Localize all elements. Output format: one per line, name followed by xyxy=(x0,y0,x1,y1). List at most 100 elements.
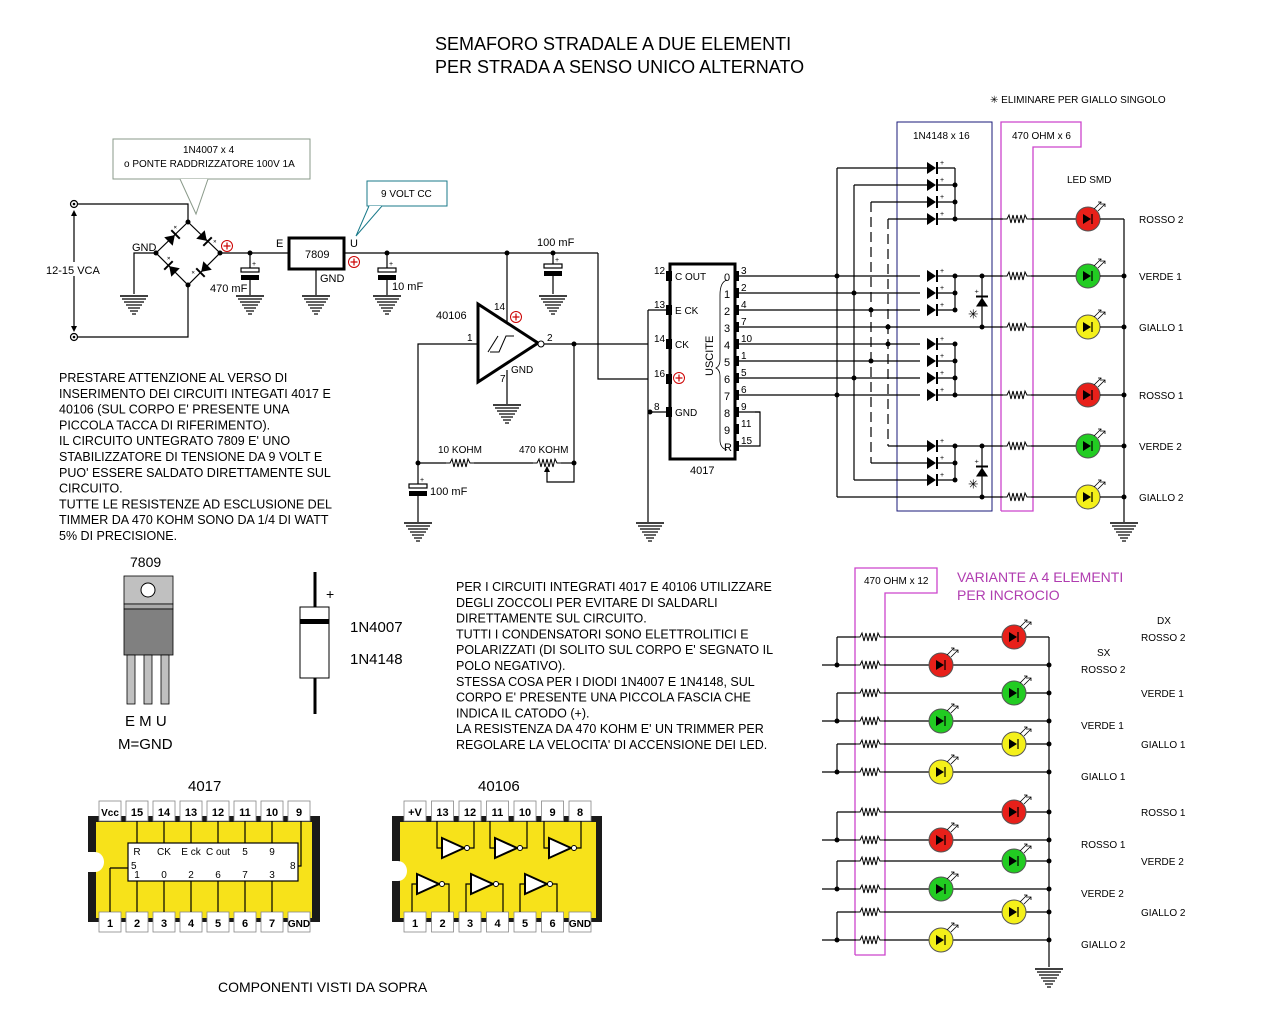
diode-1n4148-icon xyxy=(926,267,946,283)
plus-mark-icon xyxy=(672,371,686,385)
output-pin-number: 4 xyxy=(741,300,747,311)
dip-inner-label: 8 xyxy=(290,861,296,872)
note-line: 40106 (SUL CORPO E' PRESENTE UNA xyxy=(59,403,290,417)
note-line: TIMMER DA 470 KOHM SONO DA 1/4 DI WATT xyxy=(59,513,329,527)
output-pin-number: 7 xyxy=(741,317,747,328)
dip-inner-label: CK xyxy=(157,847,171,858)
diode-1n4148-icon xyxy=(926,369,946,385)
resistor-470-icon xyxy=(855,660,885,670)
title-line-2: PER STRADA A SENSO UNICO ALTERNATO xyxy=(435,57,804,77)
ground-icon xyxy=(235,295,265,315)
dip-pin-label: 3 xyxy=(467,918,473,930)
note-line: TUTTE LE RESISTENZE AD ESCLUSIONE DEL xyxy=(59,497,332,511)
dip-pin-label: 10 xyxy=(519,807,531,819)
pin-marker xyxy=(666,305,672,315)
pin-marker xyxy=(734,407,739,417)
diode-1n4007-label: 1N4007 xyxy=(350,619,403,636)
resistor-470-icon xyxy=(855,688,885,698)
led-output-label: GIALLO 2 xyxy=(1139,493,1184,504)
dip-pin xyxy=(287,911,311,933)
note-line: PER I CIRCUITI INTEGRATI 4017 E 40106 UT… xyxy=(456,580,772,594)
note-line: POLO NEGATIVO). xyxy=(456,659,566,673)
plus-mark-icon xyxy=(220,239,234,253)
dip-inner-label: 6 xyxy=(215,870,221,881)
bridge-gnd-label: GND xyxy=(132,242,157,254)
outputs-label: USCITE xyxy=(704,336,716,376)
resistor-470-icon xyxy=(855,716,885,726)
variant-4-elements: VARIANTE A 4 ELEMENTI PER INCROCIO 470 O… xyxy=(822,567,1186,988)
dip-inner-label: 7 xyxy=(242,870,248,881)
pkg-7809-note: M=GND xyxy=(118,736,173,753)
dip-pin-label: 3 xyxy=(161,918,167,930)
dip-inner-label: 1 xyxy=(134,870,140,881)
ground-icon xyxy=(635,522,665,542)
regulator-label: 7809 xyxy=(305,249,329,261)
dip-pin-label: 4 xyxy=(188,918,195,930)
left-pin-number: 16 xyxy=(654,369,666,380)
diode-1n4148-icon xyxy=(926,284,946,300)
notes-center: PER I CIRCUITI INTEGRATI 4017 E 40106 UT… xyxy=(456,580,773,752)
dip-pin-label: +V xyxy=(408,807,422,819)
title-line-1: SEMAFORO STRADALE A DUE ELEMENTI xyxy=(435,34,791,54)
asterisk-mark: ✳ xyxy=(968,478,979,492)
note-line: PICCOLA TACCA DI RIFERIMENTO). xyxy=(59,418,270,432)
diode-1n4148-icon xyxy=(926,437,946,453)
output-index: 8 xyxy=(724,408,730,420)
dip-inner-label: C out xyxy=(206,847,230,858)
dip-pin-label: 2 xyxy=(439,918,445,930)
note-line: DEGLI ZOCCOLI PER EVITARE DI SALDARLI xyxy=(456,596,718,610)
cap-100mf-top-label: 100 mF xyxy=(537,237,575,249)
note-line: CORPO E' PRESENTE UNA PICCOLA FASCIA CHE xyxy=(456,691,751,705)
pin-marker xyxy=(666,407,672,417)
dip-pin xyxy=(458,800,482,822)
left-pin-name: GND xyxy=(675,408,697,419)
resistor-box xyxy=(1000,121,1082,512)
resistor-470-icon xyxy=(855,767,885,777)
dip-pin-label: 7 xyxy=(269,918,275,930)
output-index: 5 xyxy=(724,357,730,369)
dip-pin xyxy=(568,800,592,822)
pin-marker xyxy=(734,373,739,383)
schmitt-inverter xyxy=(476,301,541,385)
variant-sx-label: SX xyxy=(1097,648,1111,659)
dip-pin-label: 9 xyxy=(549,807,555,819)
pin-marker xyxy=(734,356,739,366)
diode-1n4148-icon xyxy=(926,454,946,470)
dip-inner-label: R xyxy=(133,847,140,858)
dip-pin-label: 10 xyxy=(266,807,278,819)
note-line: INDICA IL CATODO (+). xyxy=(456,706,589,720)
dip-pin-label: 12 xyxy=(212,807,224,819)
ic-4017-label: 4017 xyxy=(690,465,714,477)
diode-matrix: 1N4148 x 16 470 OHM x 6 LED SMD ✳✳ROSSO … xyxy=(739,121,1184,542)
dip-pin-label: 6 xyxy=(549,918,555,930)
output-pin-number: 3 xyxy=(741,266,747,277)
note-line: STABILIZZATORE DI TENSIONE DA 9 VOLT E xyxy=(59,450,322,464)
left-pin-number: 13 xyxy=(654,300,666,311)
component-diode-package: + 1N4007 1N4148 xyxy=(299,572,403,714)
bridge-diode-3 xyxy=(158,253,183,278)
dip-inner-label: 9 xyxy=(269,847,275,858)
cap-100mf-bottom-label: 100 mF xyxy=(430,486,468,498)
led-output-label: GIALLO 1 xyxy=(1139,323,1184,334)
oscillator-40106: 100 mF 40106 14 1 2 GND 7 10 KOHM 470 KO… xyxy=(403,237,648,542)
led-output-label: VERDE 2 xyxy=(1139,442,1182,453)
osc-pin-vcc: 14 xyxy=(494,302,506,313)
dip-4017-title: 4017 xyxy=(188,778,221,795)
ground-icon xyxy=(538,295,568,315)
diode-1n4148-label: 1N4148 xyxy=(350,651,403,668)
output-index: 0 xyxy=(724,272,730,284)
asterisk-mark: ✳ xyxy=(968,308,979,322)
dip-inner-label: 0 xyxy=(161,870,167,881)
variant-dx-label: VERDE 1 xyxy=(1141,689,1184,700)
ground-icon xyxy=(372,295,402,315)
output-pin-number: 2 xyxy=(741,283,747,294)
variant-title-2: PER INCROCIO xyxy=(957,587,1060,603)
output-index: 3 xyxy=(724,323,730,335)
dip-pin-label: 9 xyxy=(296,807,302,819)
dip-pin-label: 1 xyxy=(107,918,113,930)
resistor-470-icon xyxy=(855,884,885,894)
dip-pin xyxy=(486,911,509,933)
